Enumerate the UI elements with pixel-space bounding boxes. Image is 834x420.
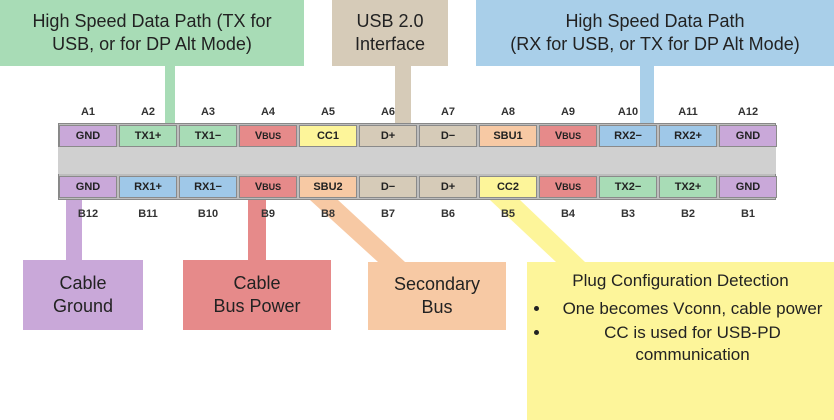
- connector-mid-row: [58, 147, 776, 174]
- top-pin-a12: GND: [719, 125, 777, 147]
- top-num-a12: A12: [737, 106, 759, 118]
- callout-rx-line2: (RX for USB, or TX for DP Alt Mode): [510, 34, 800, 54]
- callout-tx-line1: High Speed Data Path (TX for: [32, 10, 272, 31]
- top-pin-a7: D−: [419, 125, 477, 147]
- callout-secondary-line1: Secondary: [393, 273, 481, 294]
- top-num-a3: A3: [200, 106, 216, 118]
- top-pin-a1: GND: [59, 125, 117, 147]
- line-tx-top: [165, 66, 175, 123]
- callout-cc-bullet-2: CC is used for USB-PD communication: [551, 322, 834, 366]
- callout-cc-title: Plug Configuration Detection: [572, 271, 789, 290]
- callout-usb2-line1: USB 2.0: [356, 10, 424, 31]
- bottom-num-b4: B4: [560, 208, 576, 220]
- top-pin-a8: SBU1: [479, 125, 537, 147]
- callout-cable-ground: Cable Ground: [23, 260, 143, 330]
- top-pin-a5: CC1: [299, 125, 357, 147]
- line-rx-top: [640, 66, 654, 123]
- callout-power-line1: Cable: [233, 272, 281, 293]
- bottom-num-b5: B5: [500, 208, 516, 220]
- bottom-pin-b1: GND: [719, 176, 777, 198]
- callout-rx-line1: High Speed Data Path: [565, 10, 745, 31]
- bottom-pin-b7: D−: [359, 176, 417, 198]
- bottom-pin-b12: GND: [59, 176, 117, 198]
- bottom-num-b6: B6: [440, 208, 456, 220]
- callout-tx-high-speed: High Speed Data Path (TX for USB, or for…: [0, 0, 304, 66]
- bottom-pin-b6: D+: [419, 176, 477, 198]
- bottom-num-b2: B2: [680, 208, 696, 220]
- top-pin-a10: RX2−: [599, 125, 657, 147]
- top-num-a10: A10: [617, 106, 639, 118]
- callout-cc-bullet-1: One becomes Vconn, cable power: [551, 298, 834, 320]
- callout-secondary-bus: Secondary Bus: [368, 262, 506, 330]
- callout-usb2-interface: USB 2.0 Interface: [332, 0, 448, 66]
- top-num-a9: A9: [560, 106, 576, 118]
- top-pin-a6: D+: [359, 125, 417, 147]
- callout-power-line2: Bus Power: [213, 296, 301, 316]
- top-pin-a3: TX1−: [179, 125, 237, 147]
- top-num-a6: A6: [380, 106, 396, 118]
- bottom-pin-b8: SBU2: [299, 176, 357, 198]
- callout-plug-configuration: Plug Configuration Detection One becomes…: [527, 262, 834, 420]
- top-num-a5: A5: [320, 106, 336, 118]
- callout-ground-line2: Ground: [52, 296, 114, 316]
- callout-ground-line1: Cable: [59, 272, 107, 293]
- bottom-pin-b2: TX2+: [659, 176, 717, 198]
- bottom-num-b10: B10: [197, 208, 219, 220]
- line-power: [248, 200, 266, 260]
- bottom-pin-b5: CC2: [479, 176, 537, 198]
- top-pin-a2: TX1+: [119, 125, 177, 147]
- callout-secondary-line2: Bus: [421, 297, 453, 317]
- callout-rx-high-speed: High Speed Data Path (RX for USB, or TX …: [476, 0, 834, 66]
- top-num-a7: A7: [440, 106, 456, 118]
- line-ground: [66, 200, 82, 260]
- bottom-num-b1: B1: [740, 208, 756, 220]
- bottom-pin-b3: TX2−: [599, 176, 657, 198]
- top-num-a1: A1: [80, 106, 96, 118]
- top-num-a2: A2: [140, 106, 156, 118]
- bottom-num-b8: B8: [320, 208, 336, 220]
- line-cc2: [490, 200, 585, 262]
- top-num-a4: A4: [260, 106, 276, 118]
- callout-cable-bus-power: Cable Bus Power: [183, 260, 331, 330]
- bottom-num-b12: B12: [77, 208, 99, 220]
- callout-cc-bullets: One becomes Vconn, cable power CC is use…: [527, 296, 834, 368]
- line-sbu2: [310, 200, 405, 262]
- bottom-num-b7: B7: [380, 208, 396, 220]
- top-pin-a11: RX2+: [659, 125, 717, 147]
- callout-tx-line2: USB, or for DP Alt Mode): [52, 34, 252, 54]
- bottom-num-b11: B11: [138, 208, 158, 220]
- bottom-pin-b11: RX1+: [119, 176, 177, 198]
- bottom-num-b3: B3: [620, 208, 636, 220]
- bottom-num-b9: B9: [260, 208, 276, 220]
- bottom-pin-b10: RX1−: [179, 176, 237, 198]
- top-num-a11: A11: [678, 106, 698, 118]
- callout-usb2-line2: Interface: [354, 34, 426, 54]
- line-usb2-top: [395, 66, 411, 123]
- top-num-a8: A8: [500, 106, 516, 118]
